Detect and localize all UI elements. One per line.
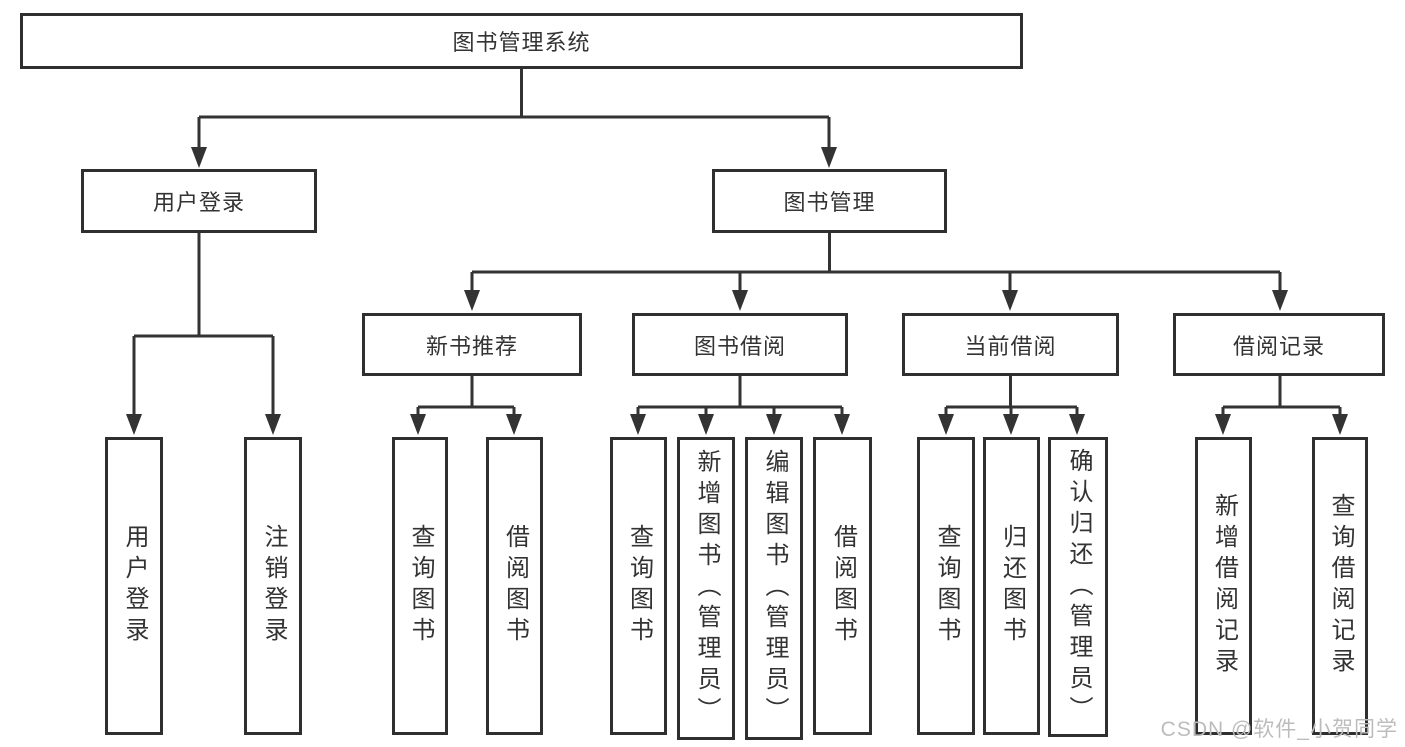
arrow-down-icon [410, 414, 426, 435]
node-leaf-br-add-record: 新增借阅记录 [1195, 437, 1252, 735]
node-root: 图书管理系统 [20, 13, 1023, 69]
arrow-down-icon [1332, 414, 1348, 435]
connector-userlogin-arrow-shafts [132, 336, 275, 416]
node-user-login: 用户登录 [81, 169, 317, 233]
leaf-label: 查询图书 [407, 524, 434, 648]
connector-bookborrow-arrow-shafts [636, 407, 844, 416]
leaf-label: 编辑图书（管理员） [761, 449, 788, 728]
node-book-management: 图书管理 [712, 169, 947, 233]
leaf-label: 注销登录 [260, 524, 287, 648]
arrow-down-icon [938, 414, 954, 435]
node-leaf-rec-query-books: 查询图书 [392, 437, 448, 735]
leaf-label: 借阅图书 [829, 524, 857, 648]
arrow-down-icon [506, 414, 522, 435]
leaf-label: 查询图书 [933, 524, 960, 648]
arrow-down-icon [1272, 290, 1288, 311]
node-leaf-cb-query-books: 查询图书 [917, 437, 975, 735]
node-leaf-logout: 注销登录 [244, 437, 302, 735]
node-borrow-record: 借阅记录 [1173, 313, 1385, 376]
node-leaf-rec-borrow-books: 借阅图书 [486, 437, 543, 735]
node-leaf-user-login: 用户登录 [105, 437, 163, 735]
arrow-down-icon [126, 414, 142, 435]
connector-bookmgmt-arrow-shafts [470, 272, 1282, 292]
connector-bookborrow-trunk [638, 376, 842, 409]
arrow-down-icon [1069, 414, 1085, 435]
leaf-label: 查询图书 [625, 524, 653, 648]
arrow-down-icon [732, 290, 748, 311]
arrow-down-icon [698, 414, 714, 435]
leaf-label: 借阅图书 [501, 524, 529, 648]
connector-bookmgmt-trunk [472, 233, 1280, 274]
leaf-label: 确认归还（管理员） [1065, 447, 1092, 727]
arrow-down-icon [834, 414, 850, 435]
connector-borrowrecord-trunk [1223, 376, 1340, 409]
node-leaf-br-query-record: 查询借阅记录 [1312, 437, 1368, 735]
node-new-book-recommend: 新书推荐 [362, 313, 582, 376]
leaf-label: 新增图书（管理员） [693, 449, 720, 728]
arrow-down-icon [1003, 414, 1019, 435]
arrow-down-icon [821, 147, 837, 168]
node-leaf-cb-return-books: 归还图书 [983, 437, 1040, 735]
leaf-label: 查询借阅记录 [1327, 493, 1354, 679]
leaf-label: 用户登录 [121, 524, 148, 648]
node-leaf-bb-query-books: 查询图书 [610, 437, 667, 735]
node-current-borrow: 当前借阅 [902, 313, 1119, 376]
arrow-down-icon [191, 147, 207, 168]
node-book-borrow: 图书借阅 [632, 313, 848, 376]
arrow-down-icon [766, 414, 782, 435]
arrow-down-icon [265, 414, 281, 435]
connector-newbookrec-trunk [418, 376, 514, 409]
node-leaf-bb-edit-books-admin: 编辑图书（管理员） [745, 437, 803, 740]
connector-root-trunk [199, 69, 829, 119]
node-leaf-cb-confirm-return-admin: 确认归还（管理员） [1048, 437, 1108, 737]
leaf-label: 归还图书 [998, 524, 1026, 648]
arrow-down-icon [630, 414, 646, 435]
arrow-down-icon [1002, 290, 1018, 311]
connector-root-arrow-shafts [197, 117, 831, 149]
node-leaf-bb-add-books-admin: 新增图书（管理员） [677, 437, 735, 740]
arrow-down-icon [464, 290, 480, 311]
connector-userlogin-trunk [134, 233, 273, 338]
arrow-down-icon [1215, 414, 1231, 435]
node-leaf-bb-borrow-books: 借阅图书 [813, 437, 872, 735]
connector-currentborrow-trunk [946, 376, 1077, 409]
leaf-label: 新增借阅记录 [1210, 493, 1238, 679]
watermark: CSDN @软件_小贺同学 [1160, 718, 1398, 741]
